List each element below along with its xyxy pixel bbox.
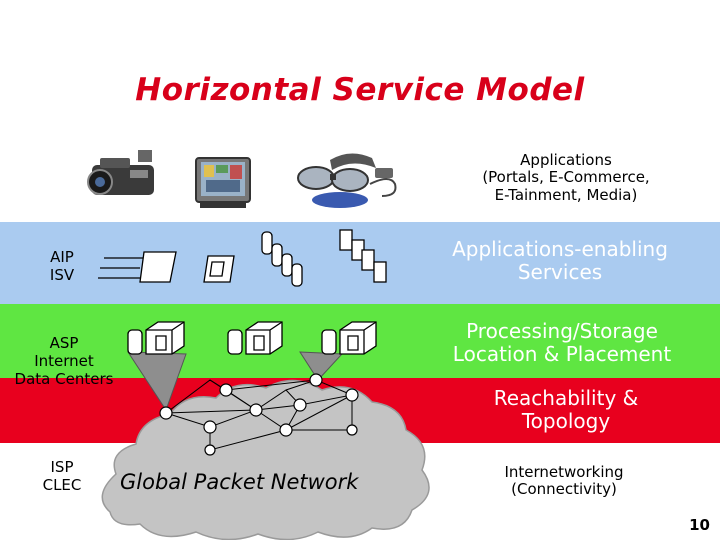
page-number: 10 — [689, 516, 710, 534]
services-layer-label: Applications-enabling Services — [452, 237, 668, 284]
storage-icon — [321, 321, 377, 355]
processing-layer-label: Processing/Storage Location & Placement — [452, 319, 672, 366]
isp-clec-label: ISP CLEC — [42, 458, 82, 494]
reachability-layer-label: Reachability & Topology — [493, 386, 639, 433]
network-cloud — [101, 379, 430, 540]
services-band — [0, 222, 720, 304]
network-nodes — [159, 373, 359, 456]
database-icon — [261, 231, 303, 287]
monitor-icon — [195, 157, 251, 208]
storage-icon — [127, 321, 185, 355]
camcorder-icon — [87, 150, 154, 195]
global-packet-network-label: Global Packet Network — [120, 470, 359, 494]
aip-isv-label: AIP ISV — [49, 248, 75, 284]
storage-groups — [127, 321, 377, 355]
applications-layer-label: Applications (Portals, E-Commerce, E-Tai… — [482, 151, 650, 204]
slide-title: Horizontal Service Model — [135, 72, 585, 108]
internetworking-layer-label: Internetworking (Connectivity) — [504, 463, 624, 499]
storage-icon — [227, 321, 283, 355]
headset-icon — [297, 153, 397, 208]
server-icon — [98, 251, 235, 283]
asp-label: ASP Internet Data Centers — [14, 334, 114, 388]
storage-icon — [339, 229, 387, 283]
service-icons — [98, 229, 387, 287]
